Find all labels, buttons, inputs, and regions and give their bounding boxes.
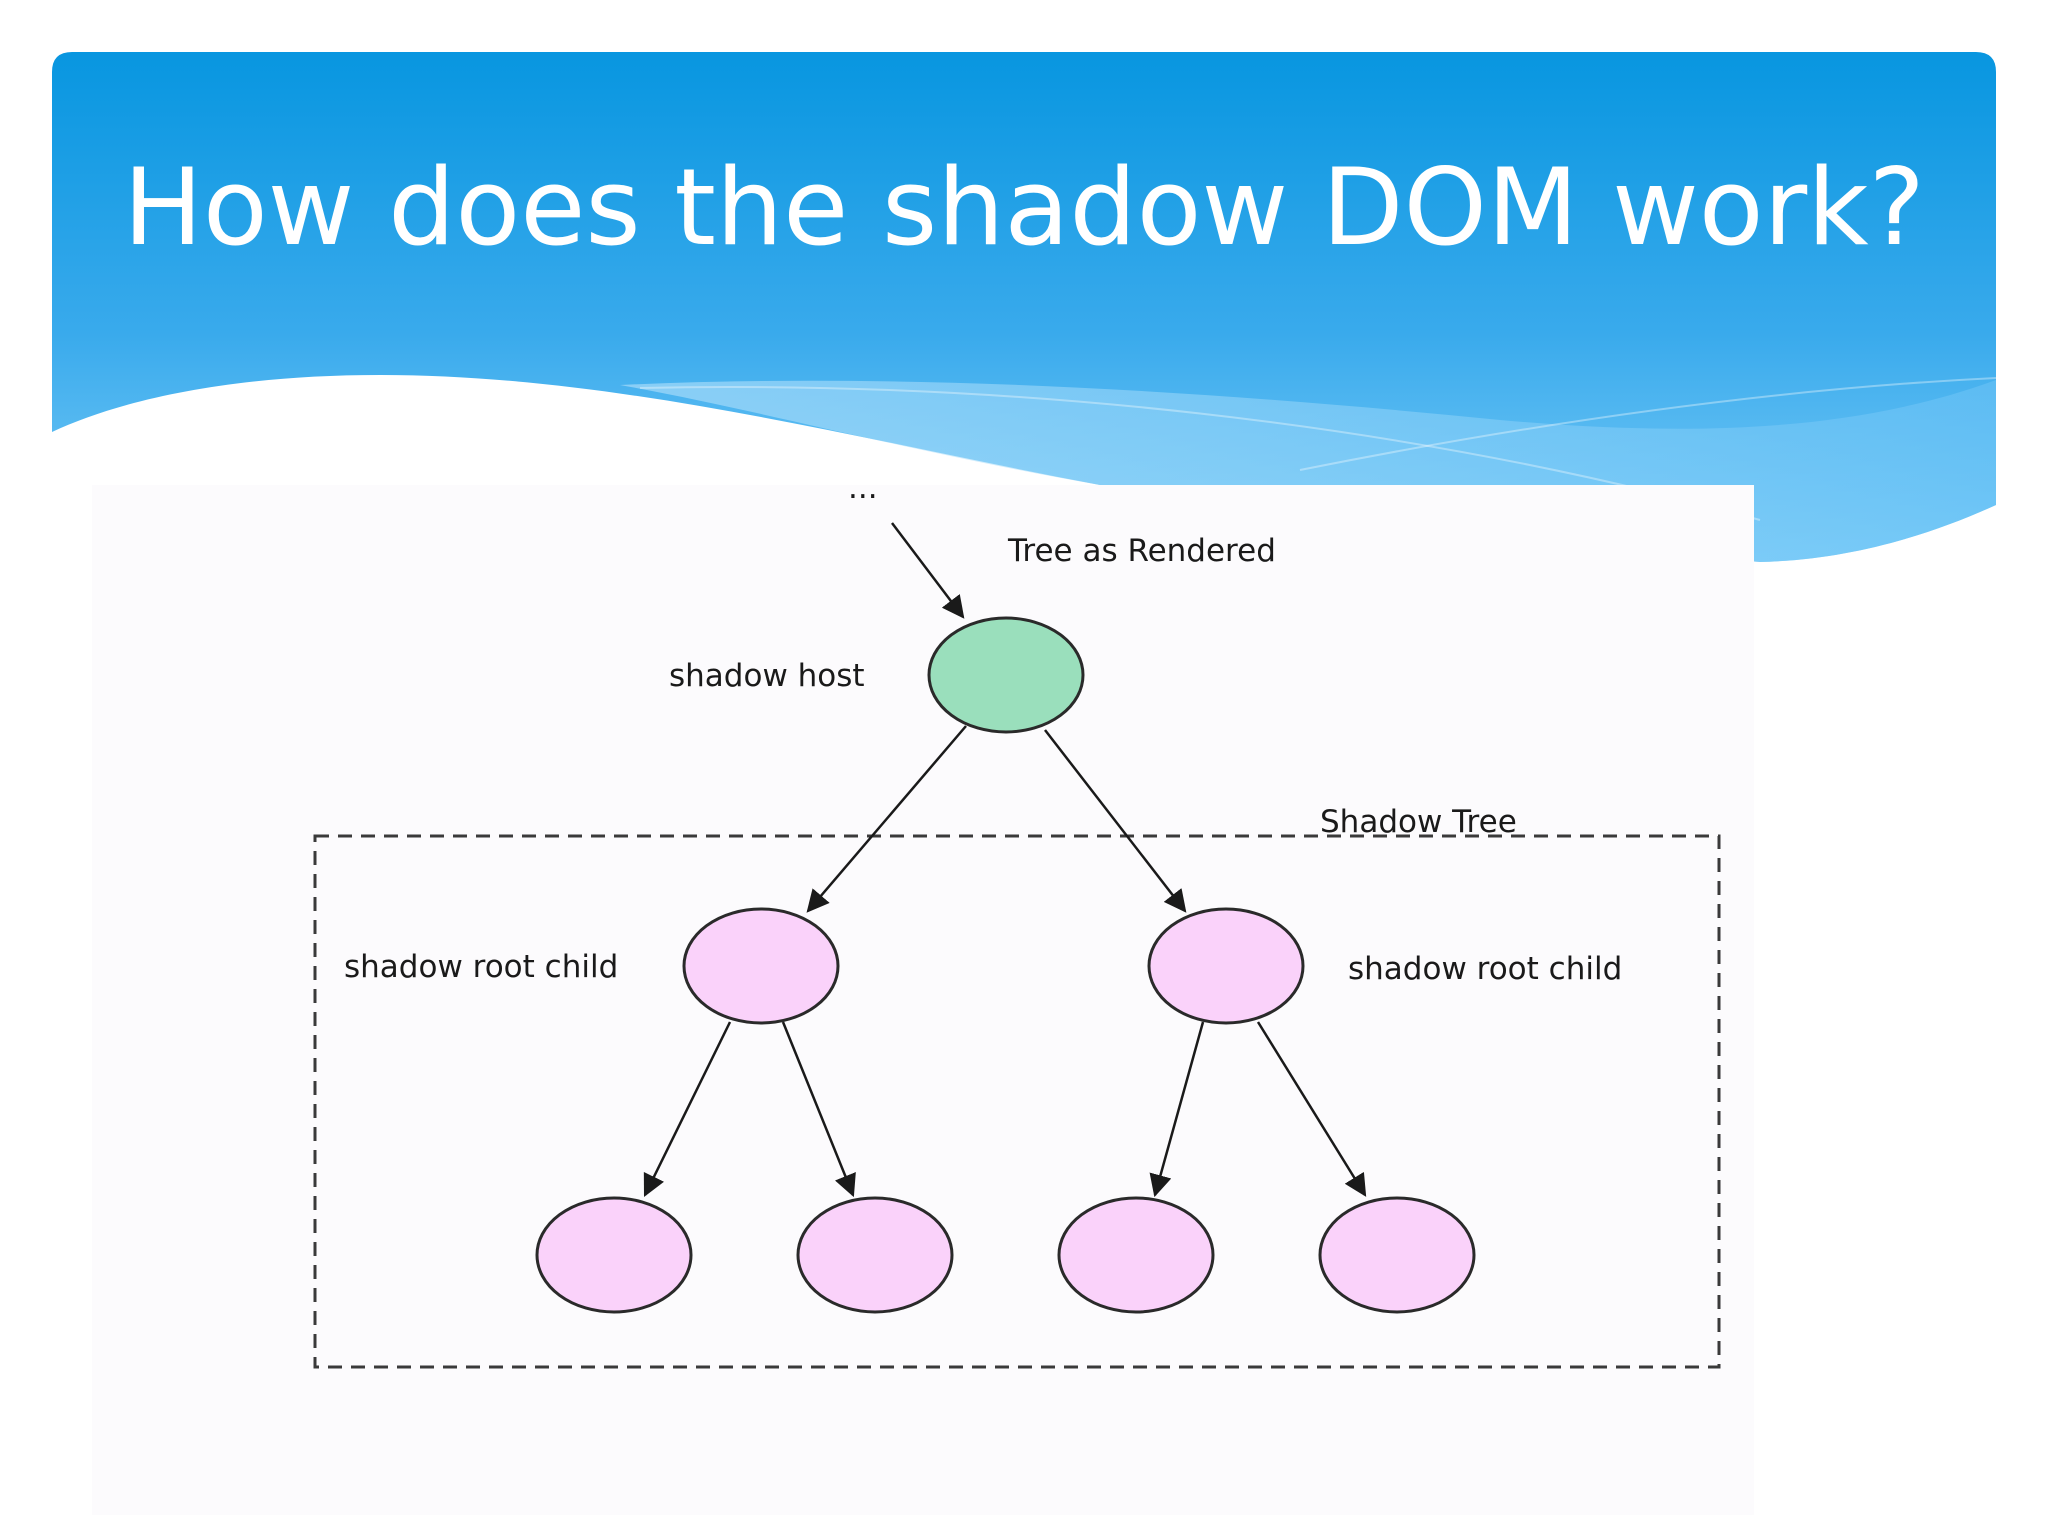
leaf-node-3	[1057, 1196, 1215, 1314]
tree-as-rendered-label: Tree as Rendered	[1007, 533, 1276, 569]
banner-wave-line	[639, 386, 1761, 521]
arrow-left-b	[781, 1021, 856, 1198]
shadow-tree-boundary	[313, 834, 1721, 1369]
leaf-node-2	[796, 1196, 954, 1314]
arrow-right-a	[1149, 1021, 1205, 1198]
shadow-root-child-left-node	[682, 907, 840, 1025]
shadow-tree-label: Shadow Tree	[1320, 804, 1517, 840]
banner-wave-line-2	[1299, 377, 1997, 471]
arrow-left-a	[643, 1021, 732, 1198]
shadow-host-label: shadow host	[669, 658, 865, 694]
shadow-root-child-right-node	[1147, 907, 1305, 1025]
leaf-node-4	[1318, 1196, 1476, 1314]
slide-title: How does the shadow DOM work?	[123, 146, 1925, 269]
arrow-host-right	[1044, 729, 1187, 913]
leaf-node-1	[535, 1196, 693, 1314]
shadow-root-child-right-label: shadow root child	[1348, 951, 1622, 987]
shadow-root-child-left-label: shadow root child	[344, 949, 618, 985]
arrow-right-b	[1256, 1021, 1367, 1197]
shadow-host-node	[927, 616, 1085, 734]
arrow-incoming	[891, 522, 965, 619]
diagram-panel	[92, 485, 1754, 1515]
arrow-host-left	[806, 725, 967, 913]
ellipsis-label: ...	[848, 470, 878, 506]
